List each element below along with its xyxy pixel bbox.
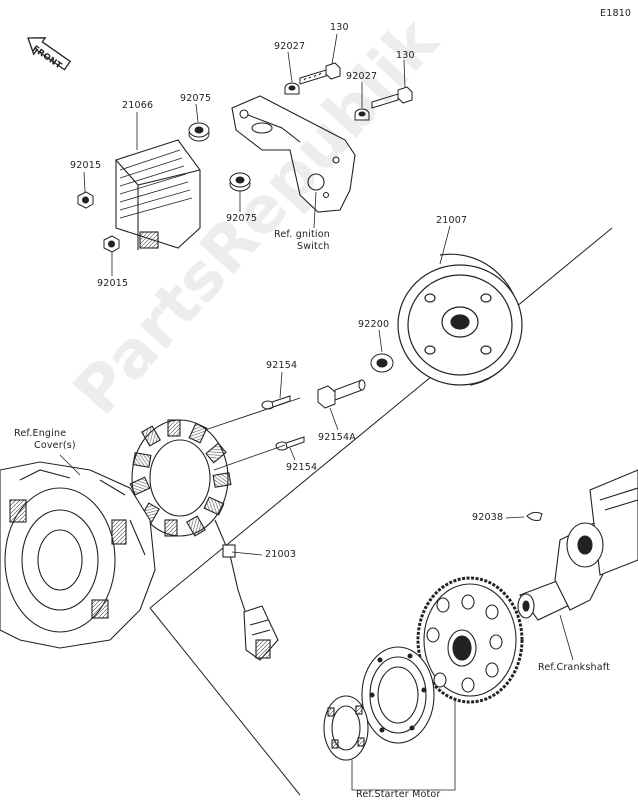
label-92075-top: 92075 <box>180 93 212 104</box>
label-130-top: 130 <box>330 22 349 33</box>
nut-92015-bottom <box>103 235 120 253</box>
label-92154A: 92154A <box>318 432 356 443</box>
starter-gear <box>416 576 524 704</box>
label-ref-engine-line2: Cover(s) <box>34 440 76 451</box>
leader-lines <box>59 33 574 791</box>
label-92038: 92038 <box>472 512 504 523</box>
one-way-clutch <box>323 695 369 761</box>
washer-92200 <box>370 353 394 373</box>
label-92154-top: 92154 <box>266 360 298 371</box>
label-130-bottom: 130 <box>396 50 415 61</box>
label-ref-ignition-line1: Ref. gnition <box>274 229 330 240</box>
collar-92075-top <box>188 122 210 142</box>
label-ref-crankshaft: Ref.Crankshaft <box>538 662 611 673</box>
label-92027-bottom: 92027 <box>346 71 378 82</box>
stator-coil <box>129 397 301 661</box>
rotor-flywheel <box>397 253 523 386</box>
screw-92154-bottom <box>275 436 305 451</box>
collar-92075-bottom <box>229 172 251 192</box>
label-92075-bottom: 92075 <box>226 213 258 224</box>
woodruff-key <box>526 511 543 521</box>
bolt-92154A <box>317 379 366 409</box>
label-ref-engine-line1: Ref.Engine <box>14 428 67 439</box>
label-ref-starter-motor: Ref.Starter Motor <box>356 789 441 800</box>
washer-92027-bottom <box>354 108 370 121</box>
bolt-130-top <box>299 62 341 85</box>
bolt-130-bottom <box>371 86 413 109</box>
diagram-code: E1810 <box>600 8 632 19</box>
engine-cover <box>0 461 156 649</box>
regulator-rectifier <box>115 139 201 250</box>
starter-clutch-housing <box>361 646 435 744</box>
label-92015-bottom: 92015 <box>97 278 129 289</box>
label-92154-bottom: 92154 <box>286 462 318 473</box>
front-arrow-icon <box>27 37 72 71</box>
label-92200: 92200 <box>358 319 390 330</box>
label-21066: 21066 <box>122 100 154 111</box>
washer-92027-top <box>284 82 300 95</box>
label-21003: 21003 <box>265 549 297 560</box>
label-ref-ignition-line2: Switch <box>297 241 330 252</box>
label-21007: 21007 <box>436 215 468 226</box>
label-92027-top: 92027 <box>274 41 306 52</box>
label-92015-top: 92015 <box>70 160 102 171</box>
crankshaft <box>517 469 638 621</box>
mounting-bracket <box>231 95 356 213</box>
nut-92015-top <box>77 191 94 209</box>
